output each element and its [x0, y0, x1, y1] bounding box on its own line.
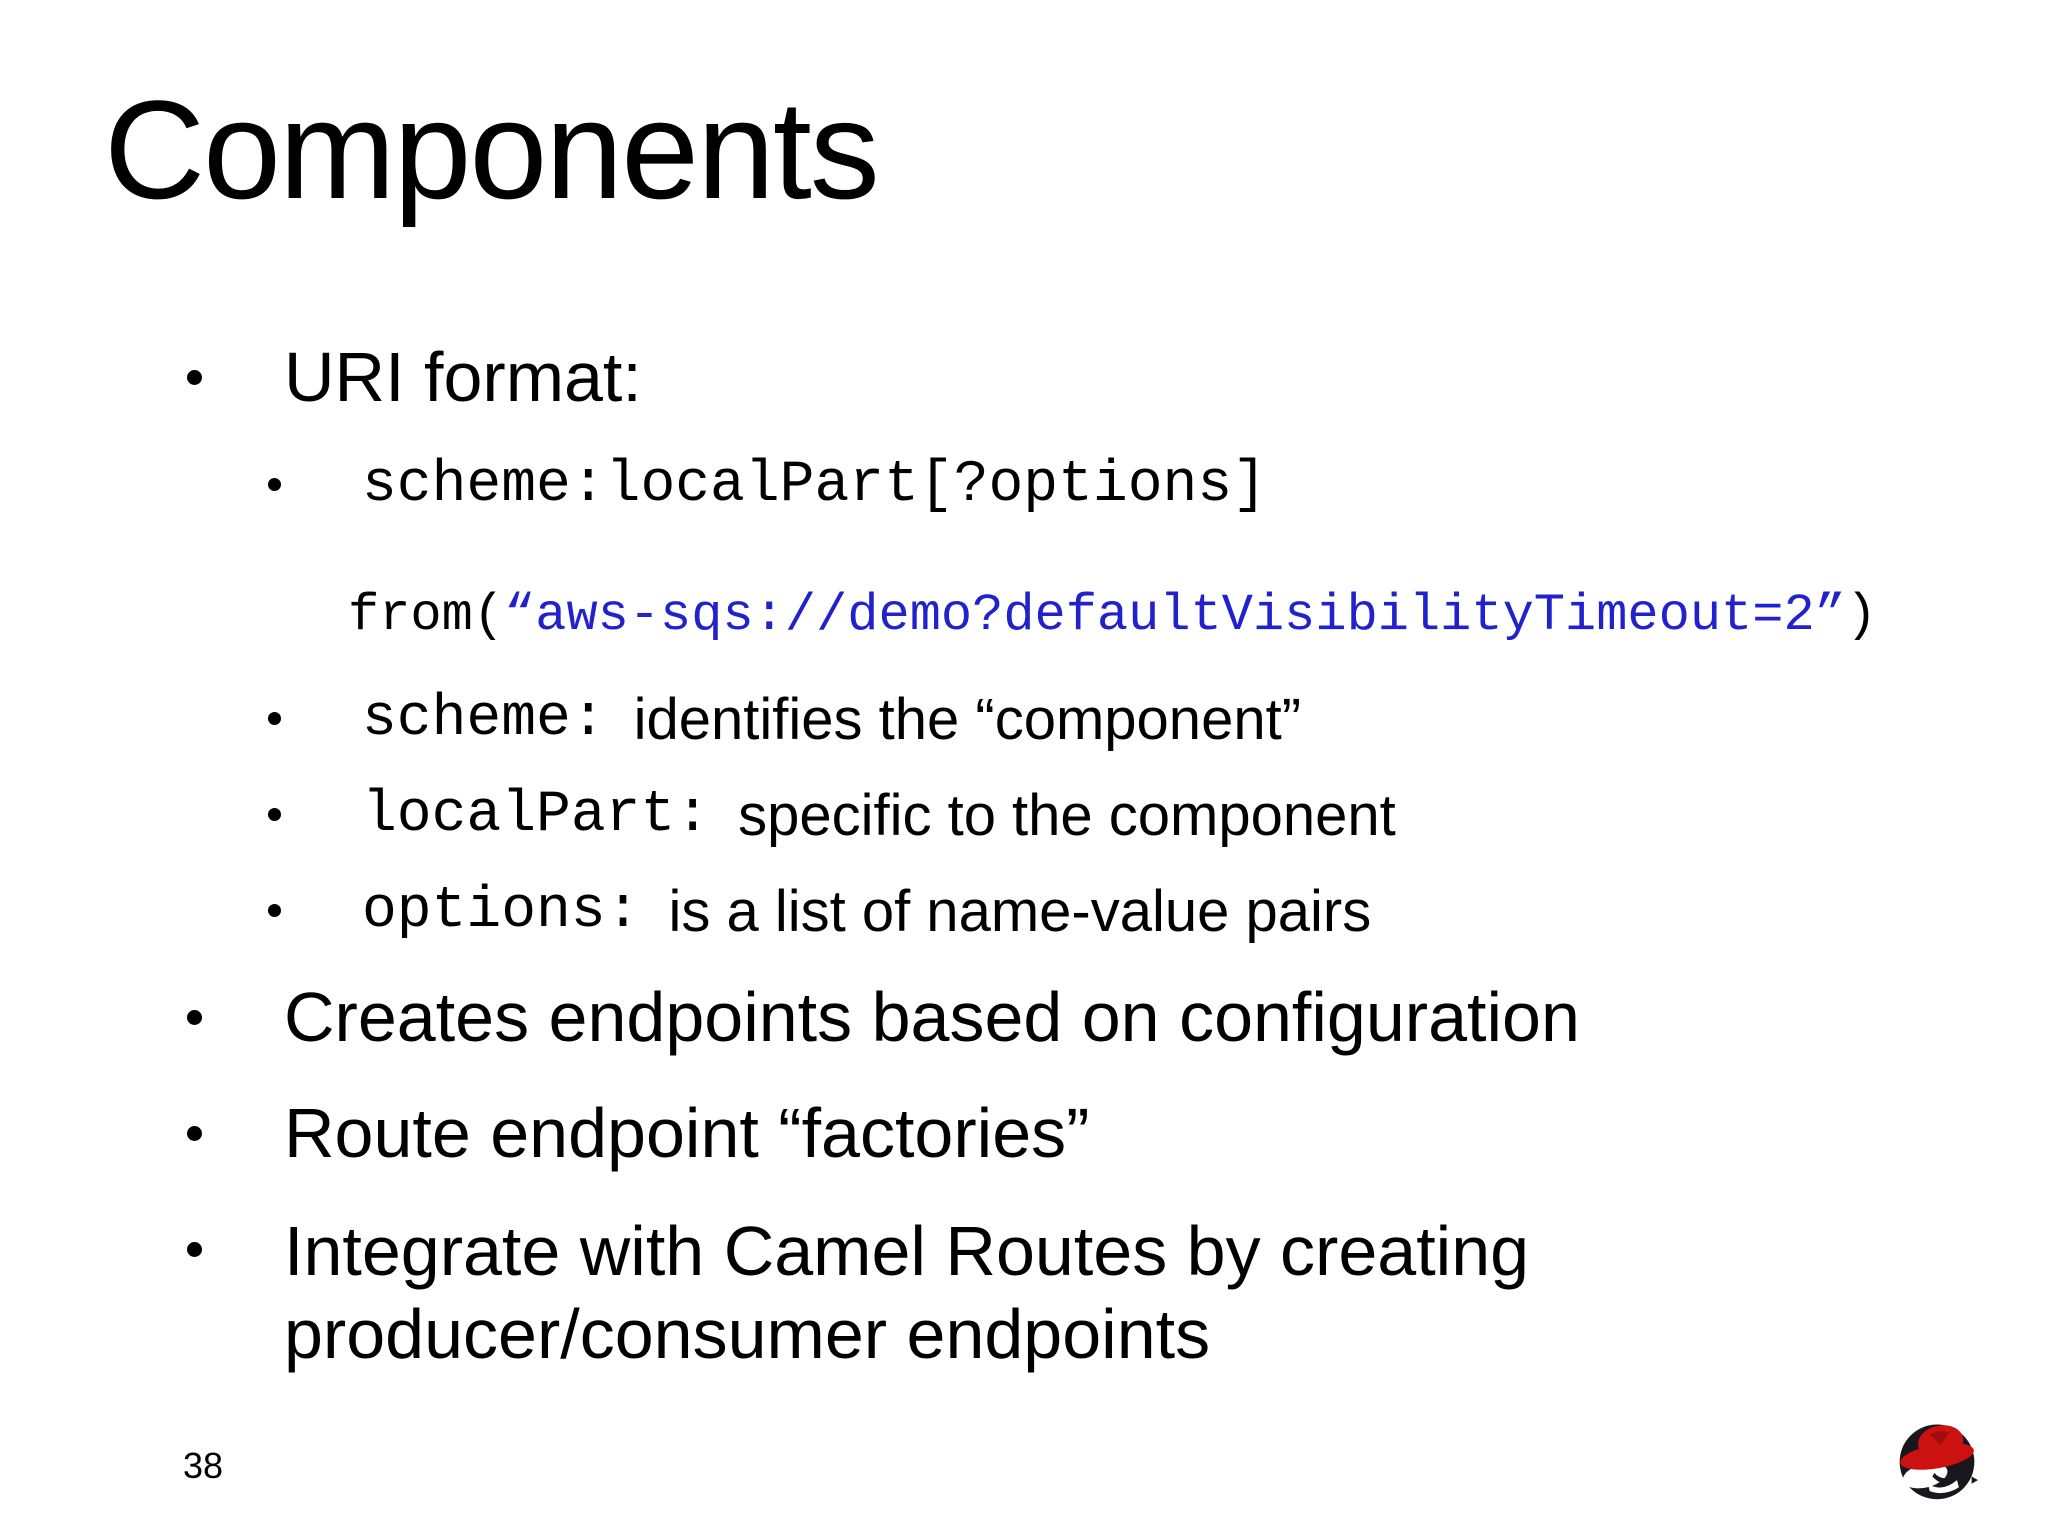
code-from-prefix: from( — [348, 586, 505, 645]
bullet-uri-syntax: scheme:localPart[?options] — [268, 448, 1267, 523]
uri-syntax-code: scheme:localPart[?options] — [362, 453, 1267, 518]
bullet-uri-format: URI format: — [187, 338, 642, 416]
term-description: specific to the component — [738, 783, 1396, 848]
code-example-line: from(“aws-sqs://demo?defaultVisibilityTi… — [348, 585, 1877, 647]
page-number: 38 — [183, 1445, 224, 1486]
bullet-creates-endpoints: Creates endpoints based on configuration — [187, 978, 1580, 1056]
term-code: options: — [362, 879, 641, 944]
code-uri-string: “aws-sqs://demo?defaultVisibilityTimeout… — [504, 586, 1846, 645]
slide-title: Components — [104, 71, 880, 228]
bullet-options-term: options: is a list of name-value pairs — [268, 874, 1371, 949]
term-code: scheme: — [362, 687, 606, 752]
code-from-suffix: ) — [1845, 586, 1878, 645]
term-description: is a list of name-value pairs — [668, 879, 1372, 944]
bullet-localpart-term: localPart: specific to the component — [268, 778, 1396, 853]
bullet-icon — [187, 1126, 202, 1141]
bullet-icon — [268, 808, 281, 821]
bullet-icon — [187, 370, 202, 385]
bullet-text: Integrate with Camel Routes by creating … — [284, 1212, 1530, 1373]
bullet-integrate: Integrate with Camel Routes by creating … — [187, 1210, 1604, 1375]
bullet-text: URI format: — [284, 338, 642, 416]
bullet-icon — [187, 1010, 202, 1025]
bullet-text: Creates endpoints based on configuration — [284, 978, 1580, 1056]
term-code: localPart: — [362, 783, 711, 848]
bullet-scheme-term: scheme: identifies the “component” — [268, 682, 1301, 757]
bullet-icon — [268, 712, 281, 725]
bullet-icon — [268, 904, 281, 917]
term-description: identifies the “component” — [633, 687, 1302, 752]
bullet-route-endpoint: Route endpoint “factories” — [187, 1094, 1089, 1172]
red-hat-logo-icon — [1899, 1424, 1978, 1500]
bullet-icon — [187, 1242, 202, 1257]
bullet-text: Route endpoint “factories” — [284, 1094, 1090, 1172]
bullet-icon — [268, 478, 281, 491]
